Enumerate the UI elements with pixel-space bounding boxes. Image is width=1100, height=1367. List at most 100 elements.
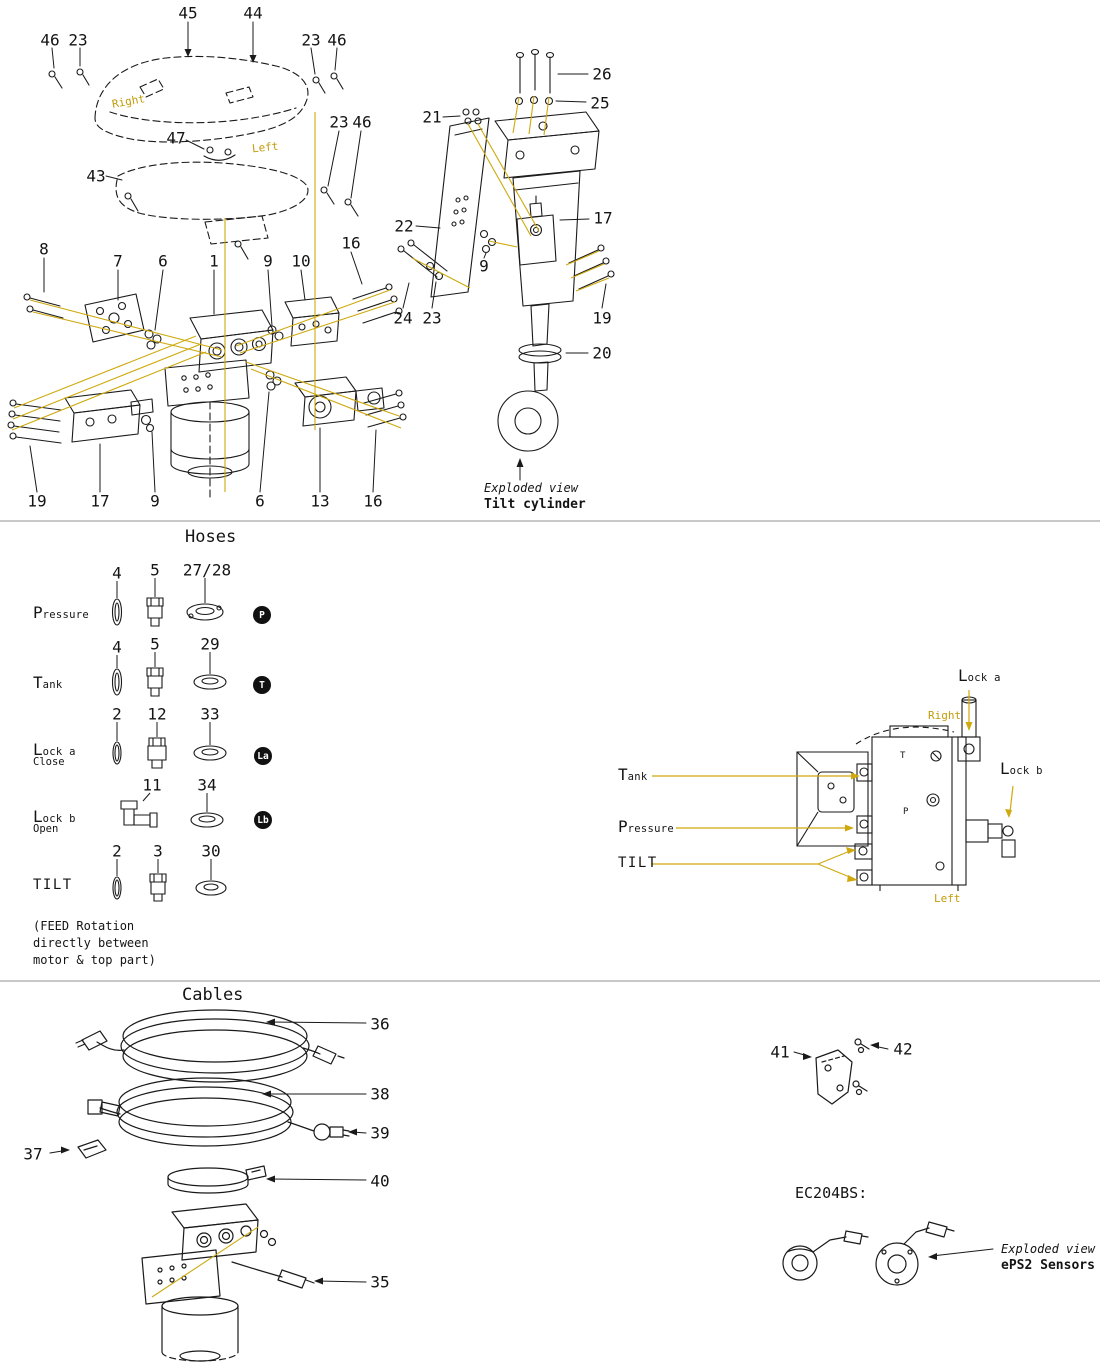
feed-note-line1: (FEED Rotation	[33, 919, 135, 933]
sensors-caption-italic: Exploded view	[1001, 1242, 1095, 1256]
port-letter-p: P	[903, 807, 909, 817]
label-rest: ressure	[627, 823, 674, 835]
part-num: 12	[147, 704, 167, 724]
diagram-label-left: Left	[934, 892, 961, 905]
badge-lock-b: Lb	[254, 811, 272, 829]
badge-lock-a: La	[254, 747, 272, 765]
part-num: 30	[201, 841, 221, 861]
part-num: 2	[112, 704, 122, 724]
callout-37: 37	[23, 1144, 43, 1164]
label-initial: L	[958, 666, 968, 685]
valve-block-art	[796, 696, 1016, 891]
callout-10: 10	[291, 251, 311, 271]
callout-45: 45	[178, 3, 198, 23]
label-rest: ock b	[1009, 765, 1043, 777]
callout-22: 22	[394, 216, 414, 236]
feed-note-line3: motor & top part)	[33, 953, 156, 967]
callout-46: 46	[327, 30, 347, 50]
diagram-label-tank: Tank	[618, 766, 648, 784]
label-initial: T	[618, 765, 628, 784]
part-num: 5	[150, 634, 160, 654]
label-initial: L	[33, 807, 43, 826]
row-label-tank: Tank	[33, 674, 63, 692]
callout-7: 7	[113, 251, 123, 271]
part-num: 2	[112, 841, 122, 861]
callout-23: 23	[422, 308, 442, 328]
callout-17: 17	[90, 491, 110, 511]
callout-43: 43	[86, 166, 106, 186]
part-num: 4	[112, 563, 122, 583]
callout-25: 25	[590, 93, 610, 113]
callout-23: 23	[301, 30, 321, 50]
callout-41: 41	[770, 1042, 790, 1062]
valve-block-port-lines	[652, 690, 1014, 882]
callout-20: 20	[592, 343, 612, 363]
part-num: 34	[197, 775, 217, 795]
label-rest: ock a	[42, 746, 76, 758]
part-num: 3	[153, 841, 163, 861]
ec204bs-label: EC204BS:	[795, 1184, 868, 1202]
cables-art	[49, 1009, 994, 1362]
part-num: 11	[142, 775, 162, 795]
cables-guide-lines	[151, 1226, 259, 1298]
callout-36: 36	[370, 1014, 390, 1034]
diagram-label-lock-b: Lock b	[1000, 760, 1043, 778]
callout-19: 19	[592, 308, 612, 328]
badge-pressure: P	[253, 606, 271, 624]
diagram-label-tilt: TILT	[618, 855, 658, 871]
diagram-label-pressure: Pressure	[618, 818, 674, 836]
callout-47: 47	[166, 128, 186, 148]
label-rest: ank	[627, 771, 648, 783]
callout-9: 9	[150, 491, 160, 511]
row-sublabel-open: Open	[33, 823, 59, 835]
row-label-lock-b: Lock b	[33, 808, 76, 826]
hoses-title: Hoses	[185, 527, 237, 547]
rotator-guide-lines	[11, 112, 402, 492]
callout-9: 9	[263, 251, 273, 271]
label-initial: T	[33, 673, 43, 692]
label-rest: ock b	[42, 813, 76, 825]
callout-40: 40	[370, 1171, 390, 1191]
row-sublabel-close: Close	[33, 756, 65, 768]
callout-6: 6	[158, 251, 168, 271]
callout-38: 38	[370, 1084, 390, 1104]
hose-parts-icons	[111, 578, 227, 902]
row-label-tilt: TILT	[33, 877, 73, 893]
sensors-caption-bold: ePS2 Sensors	[1001, 1258, 1095, 1273]
callout-6: 6	[255, 491, 265, 511]
diagram-label-right: Right	[928, 709, 962, 722]
callout-leader-lines	[29, 21, 377, 493]
label-rest: ressure	[42, 609, 89, 621]
label-initial: L	[33, 740, 43, 759]
tilt-cylinder-caption-italic: Exploded view	[484, 481, 578, 495]
label-initial: L	[1000, 759, 1010, 778]
cables-title: Cables	[182, 985, 244, 1005]
callout-8: 8	[39, 239, 49, 259]
section-dividers	[0, 520, 1100, 982]
port-letter-t: T	[900, 751, 906, 761]
callout-13: 13	[310, 491, 330, 511]
callout-21: 21	[422, 107, 442, 127]
callout-17: 17	[593, 208, 613, 228]
callout-1: 1	[209, 251, 219, 271]
callout-19: 19	[27, 491, 47, 511]
callout-35: 35	[370, 1272, 390, 1292]
callout-44: 44	[243, 3, 263, 23]
callout-9: 9	[479, 256, 489, 276]
callout-23: 23	[329, 112, 349, 132]
diagram-label-lock-a: Lock a	[958, 667, 1001, 685]
callout-42: 42	[893, 1039, 913, 1059]
rotator-exploded-art	[7, 21, 407, 498]
part-num: 27/28	[182, 560, 232, 580]
callout-39: 39	[370, 1123, 390, 1143]
label-rest: ank	[42, 679, 63, 691]
badge-tank: T	[253, 676, 271, 694]
part-num: 33	[200, 704, 220, 724]
callout-46: 46	[352, 112, 372, 132]
tilt-cylinder-caption-bold: Tilt cylinder	[484, 497, 586, 512]
label-initial: P	[33, 603, 43, 622]
callout-16: 16	[341, 233, 361, 253]
callout-26: 26	[592, 64, 612, 84]
part-num: 29	[200, 634, 220, 654]
